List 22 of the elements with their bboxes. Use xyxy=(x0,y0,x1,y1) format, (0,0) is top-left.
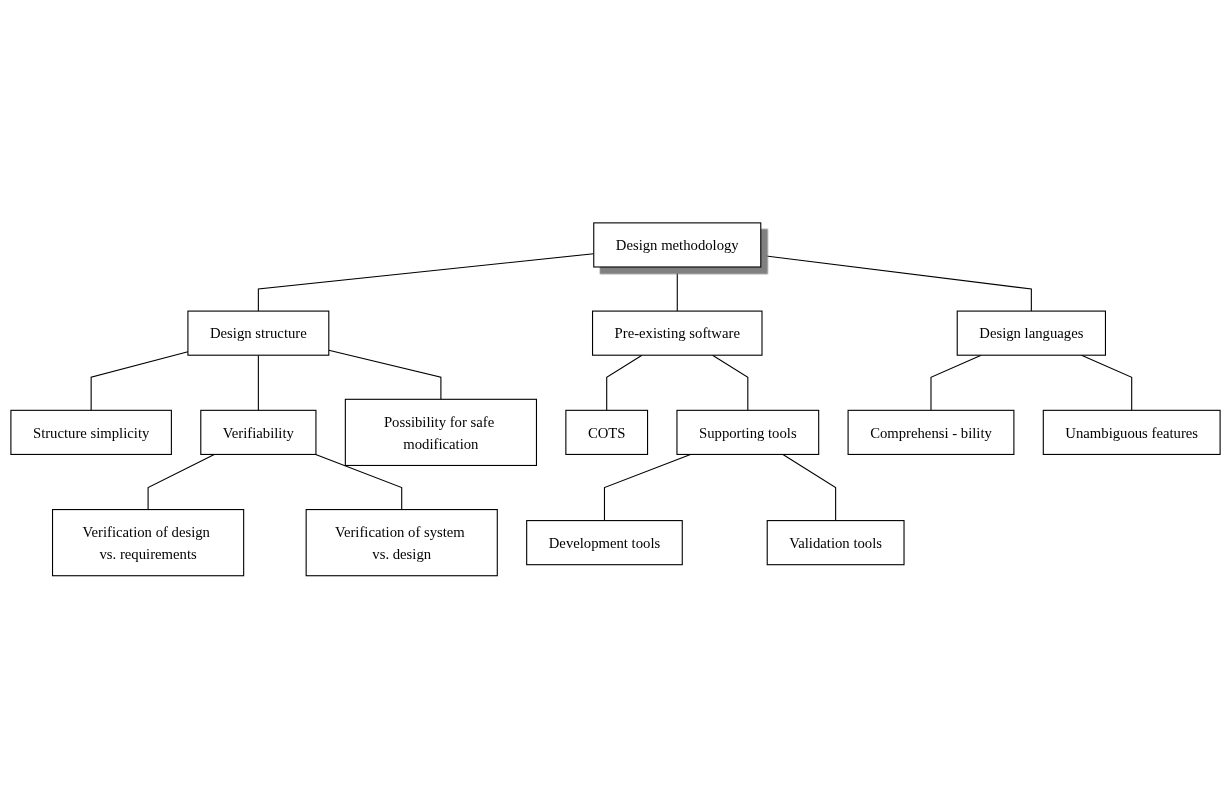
node-box: COTS xyxy=(565,409,649,455)
connector xyxy=(328,349,442,400)
node-box: Supporting tools xyxy=(676,409,820,455)
node-box: Pre-existing software xyxy=(592,310,763,356)
connector xyxy=(257,354,259,411)
node-box: Development tools xyxy=(526,519,683,565)
node-box: Verification of design vs. requirements xyxy=(52,508,245,576)
connector xyxy=(782,453,837,521)
node-box: Design methodology xyxy=(593,222,762,268)
node-box: Comprehensi - bility xyxy=(847,409,1015,455)
node-box: Possibility for safe modification xyxy=(344,398,537,466)
node-box: Design structure xyxy=(187,310,330,356)
node-box: Validation tools xyxy=(766,519,905,565)
connector xyxy=(315,453,403,510)
connector xyxy=(147,453,215,510)
node-box: Unambiguous features xyxy=(1042,409,1221,455)
node-box: Verifiability xyxy=(200,409,317,455)
node-box: Design languages xyxy=(956,310,1106,356)
node-box: Structure simplicity xyxy=(10,409,172,455)
connector xyxy=(760,254,1032,312)
connector xyxy=(676,266,678,312)
node-box: Verification of system vs. design xyxy=(305,508,498,576)
